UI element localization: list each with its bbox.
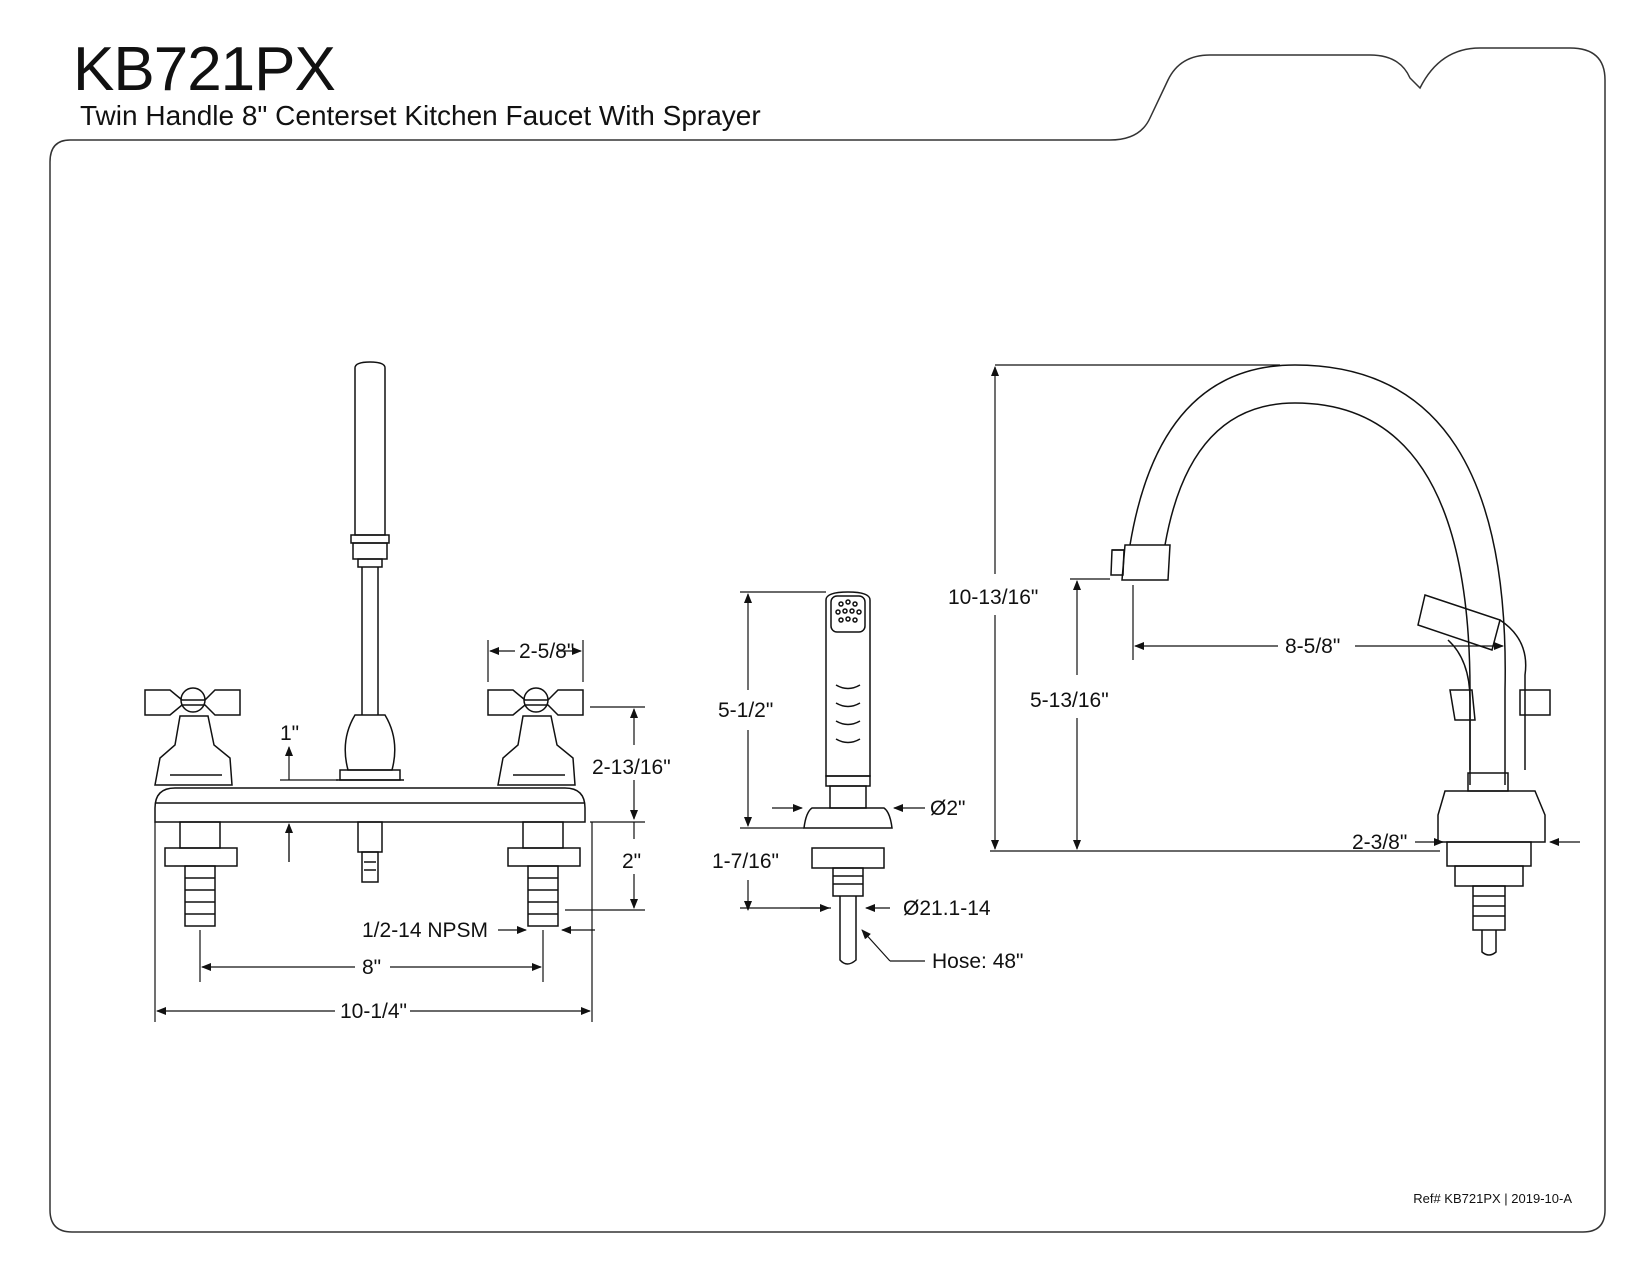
frame-border [49,47,1606,1233]
side-dim-base-depth: 2-3/8" [1352,831,1407,854]
front-dim-center-spacing: 8" [362,956,381,979]
side-dim-reach: 8-5/8" [1285,635,1340,658]
side-dim-total-height: 10-13/16" [948,586,1038,609]
sprayer-view [803,591,893,965]
model-title: KB721PX [73,35,336,104]
front-dimensions [154,640,645,1022]
sprayer-dim-hose: Hose: 48" [932,950,1024,973]
front-view [144,361,586,927]
sprayer-dimensions [740,591,925,962]
side-dim-spout-height: 5-13/16" [1030,689,1109,712]
front-dim-connection: 1/2-14 NPSM [362,919,488,942]
model-subtitle: Twin Handle 8" Centerset Kitchen Faucet … [80,100,761,131]
side-dimensions [990,364,1580,852]
front-dim-handle-width: 2-5/8" [519,640,574,663]
front-dim-shank-length: 2" [622,850,641,873]
front-dim-handle-total-height: 2-13/16" [592,756,671,779]
front-dim-overall-width: 10-1/4" [340,1000,407,1023]
sprayer-dim-shank-length: 1-7/16" [712,850,779,873]
sprayer-dim-height: 5-1/2" [718,699,773,722]
sprayer-dim-thread: Ø21.1-14 [903,897,991,920]
reference-note: Ref# KB721PX | 2019-10-A [1413,1191,1572,1206]
sprayer-dim-diameter: Ø2" [930,797,965,820]
side-view [1110,364,1551,956]
front-dim-handle-height: 1" [280,722,299,745]
